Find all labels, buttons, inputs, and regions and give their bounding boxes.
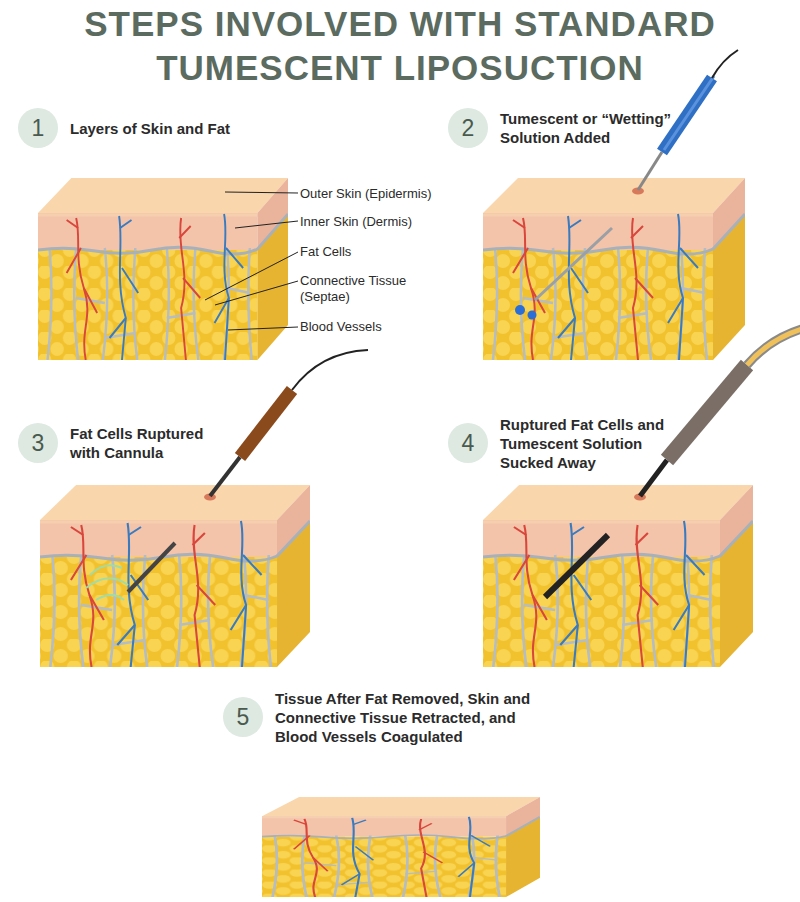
step-heading: Fat Cells Ruptured with Cannula [70, 424, 225, 462]
step-number: 1 [18, 108, 58, 148]
step-heading: Tumescent or “Wetting” Solution Added [500, 109, 695, 147]
part-label: Blood Vessels [300, 319, 500, 335]
step-number: 5 [223, 697, 263, 737]
step-marker: 4Ruptured Fat Cells and Tumescent Soluti… [448, 423, 488, 463]
step-marker: 2Tumescent or “Wetting” Solution Added [448, 108, 488, 148]
step-heading: Ruptured Fat Cells and Tumescent Solutio… [500, 415, 690, 472]
step-number: 3 [18, 423, 58, 463]
step-marker: 3Fat Cells Ruptured with Cannula [18, 423, 58, 463]
step-number: 4 [448, 423, 488, 463]
step-heading: Tissue After Fat Removed, Skin and Conne… [275, 689, 555, 746]
step-number: 2 [448, 108, 488, 148]
part-label: Connective Tissue (Septae) [300, 273, 425, 305]
step-marker: 1Layers of Skin and Fat [18, 108, 58, 148]
diagram-title: STEPS INVOLVED WITH STANDARD TUMESCENT L… [30, 2, 770, 90]
part-label: Inner Skin (Dermis) [300, 214, 500, 230]
step-heading: Layers of Skin and Fat [70, 119, 320, 138]
step-marker: 5Tissue After Fat Removed, Skin and Conn… [223, 697, 263, 737]
part-label: Fat Cells [300, 244, 500, 260]
part-label: Outer Skin (Epidermis) [300, 186, 500, 202]
